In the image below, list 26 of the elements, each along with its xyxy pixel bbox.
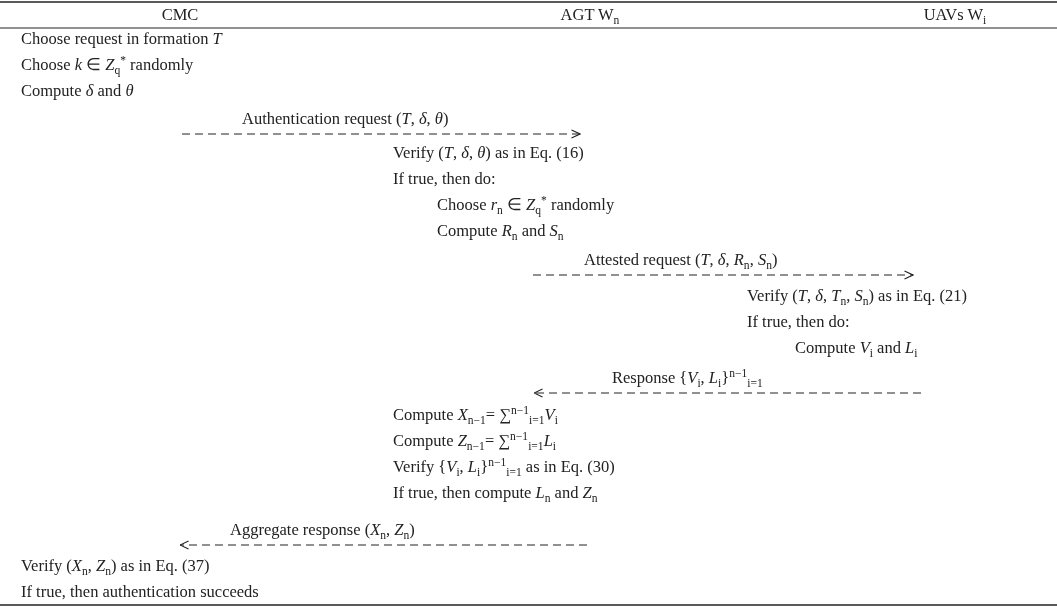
dashed-arrow bbox=[533, 388, 922, 398]
dashed-arrow bbox=[181, 129, 581, 139]
column-header: AGT W$_{n}$ bbox=[560, 5, 620, 25]
edge-label: Aggregate response (X$_{n}$, Z$_{n}$) bbox=[228, 520, 417, 540]
step-text: If true, then do: bbox=[393, 169, 496, 189]
step-text: If true, then do: bbox=[747, 312, 850, 332]
step-text: Choose r$_{n}$ ∈ Z$_{q}$$^{*}$ randomly bbox=[437, 195, 615, 215]
step-text: Verify {V$_{i}$, L$_{i}$}$^{n−1}$$_{i=1}$ as in Eq. (30) bbox=[393, 457, 615, 477]
step-text: If true, then authentication succeeds bbox=[21, 582, 259, 602]
step-text: Compute X$_{n−1}$= ∑$^{n−1}$$_{i=1}$V$_{i}$ bbox=[393, 405, 558, 425]
step-text: Verify (X$_{n}$, Z$_{n}$) as in Eq. (37) bbox=[21, 556, 210, 576]
dashed-arrow bbox=[532, 270, 914, 280]
dashed-arrow bbox=[179, 540, 588, 550]
step-text: Compute Z$_{n−1}$= ∑$^{n−1}$$_{i=1}$L$_{i}$ bbox=[393, 431, 557, 451]
step-text: Compute R$_{n}$ and S$_{n}$ bbox=[437, 221, 564, 241]
step-text: Choose k ∈ Z$_{q}$$^{*}$ randomly bbox=[21, 55, 194, 75]
edge-label: Authentication request (T, δ, θ) bbox=[240, 109, 451, 129]
column-header: CMC bbox=[161, 5, 199, 25]
step-text: Verify (T, δ, T$_{n}$, S$_{n}$) as in Eq. (21) bbox=[747, 286, 967, 306]
step-text: Compute δ and θ bbox=[21, 81, 134, 101]
step-text: Choose request in formation T bbox=[21, 29, 222, 49]
step-text: Compute V$_{i}$ and L$_{i}$ bbox=[795, 338, 918, 358]
column-header: UAVs W$_{i}$ bbox=[923, 5, 987, 25]
step-text: If true, then compute L$_{n}$ and Z$_{n}$ bbox=[393, 483, 598, 503]
edge-label: Attested request (T, δ, R$_{n}$, S$_{n}$) bbox=[582, 250, 780, 270]
step-text: Verify (T, δ, θ) as in Eq. (16) bbox=[393, 143, 584, 163]
